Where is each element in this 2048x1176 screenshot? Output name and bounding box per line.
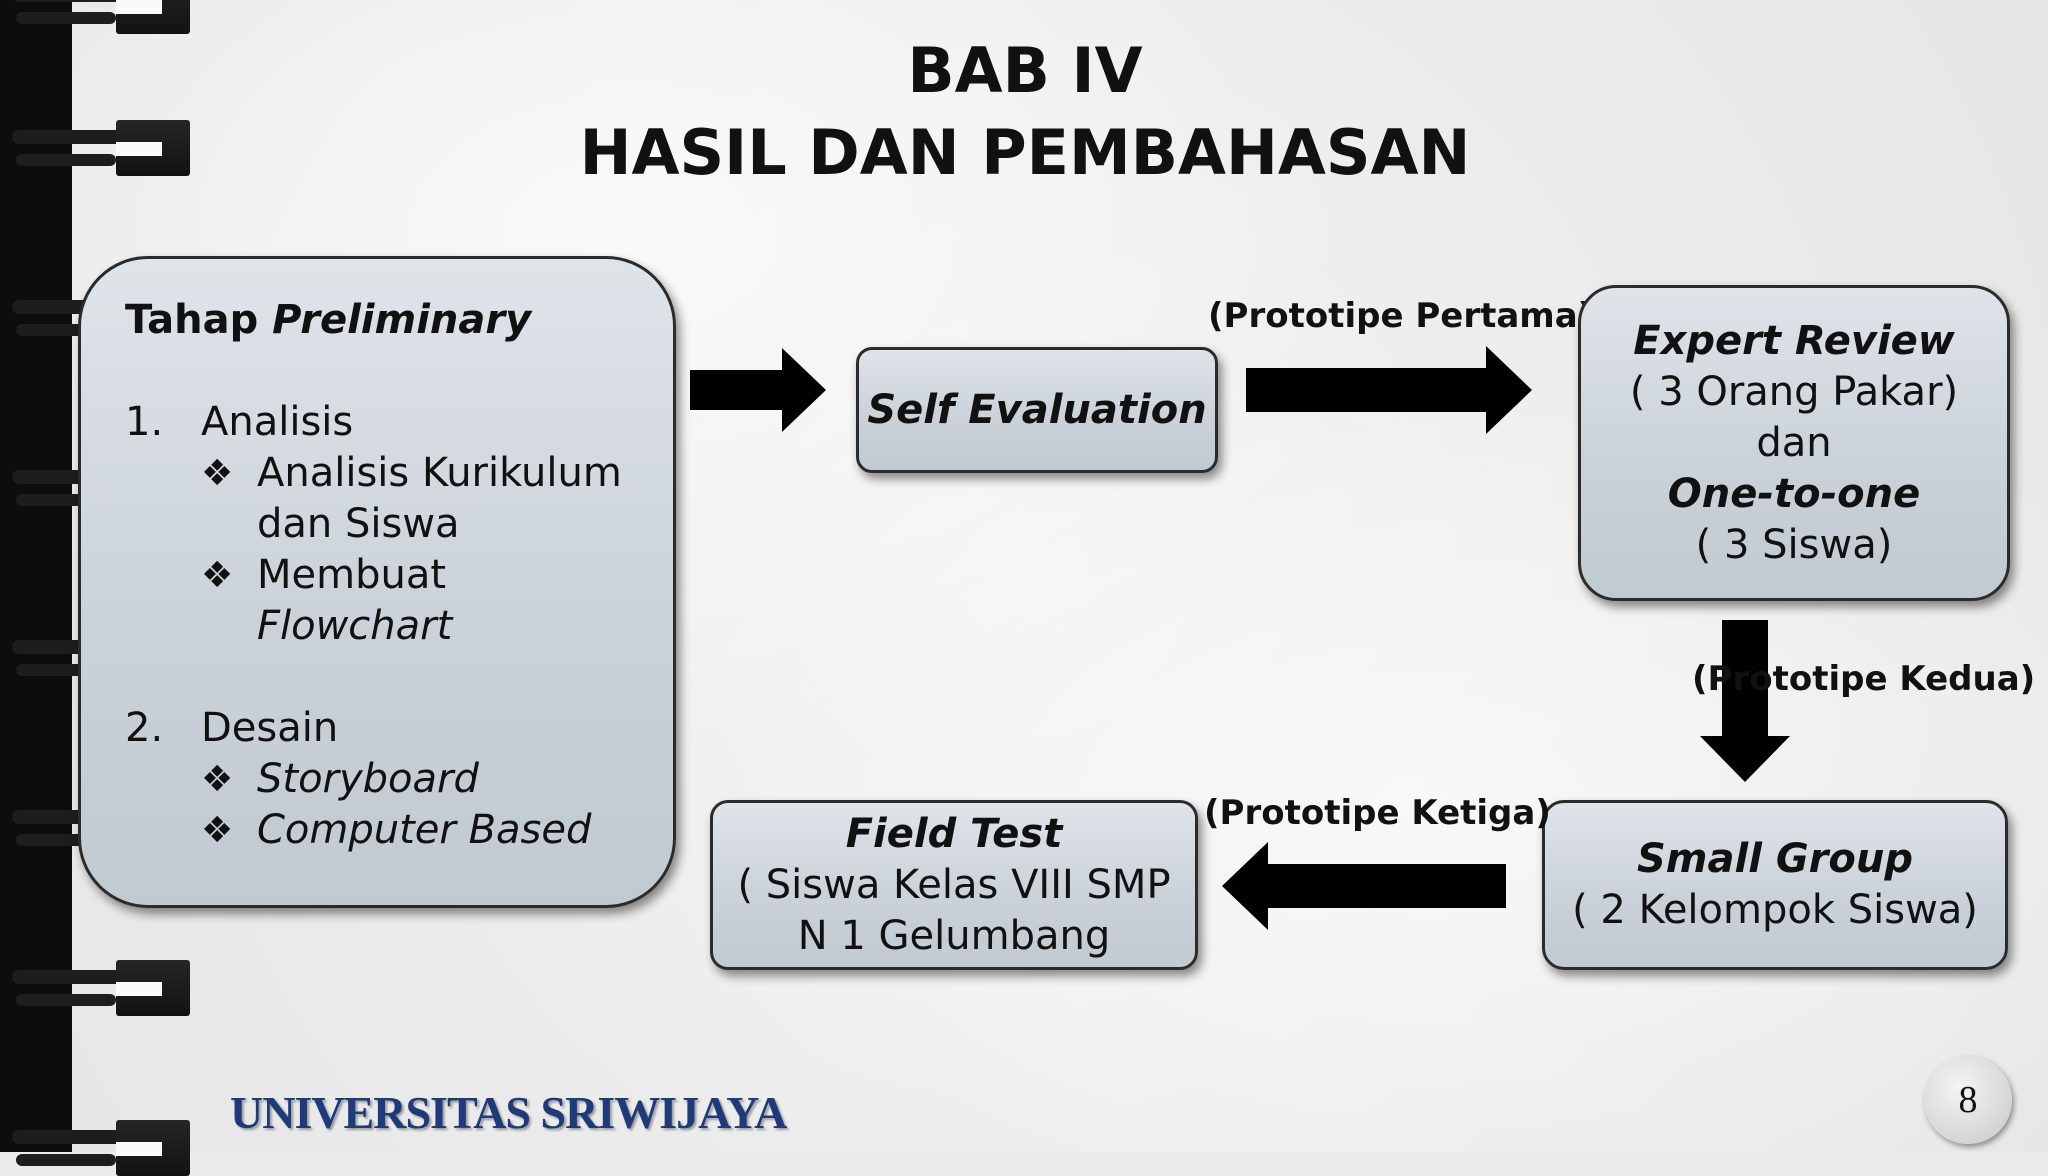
diamond-bullet-icon: ❖ bbox=[201, 810, 234, 851]
self-evaluation-box: Self Evaluation bbox=[856, 347, 1218, 473]
ring bbox=[6, 960, 190, 1016]
list-item: 2. Desain bbox=[125, 703, 622, 754]
prototipe-kedua-label: (Prototipe Kedua) bbox=[1692, 659, 2036, 699]
arrow-right-icon bbox=[1246, 346, 1532, 434]
notebook-spine bbox=[0, 0, 72, 1152]
one-to-one-title: One-to-one bbox=[1667, 470, 1921, 517]
field-test-title: Field Test bbox=[845, 810, 1063, 857]
slide-title-line1: BAB IV bbox=[907, 34, 1143, 107]
diamond-bullet-icon: ❖ bbox=[201, 453, 234, 494]
preliminary-heading: Tahap Preliminary bbox=[125, 295, 622, 346]
self-evaluation-label: Self Evaluation bbox=[867, 386, 1207, 433]
diamond-bullet-icon: ❖ bbox=[201, 555, 234, 596]
ring bbox=[6, 120, 190, 176]
list-label: Desain bbox=[201, 705, 339, 751]
page-number: 8 bbox=[1924, 1056, 2012, 1144]
small-group-detail: ( 2 Kelompok Siswa) bbox=[1572, 887, 1978, 933]
sub-item: ❖ Storyboard bbox=[125, 754, 622, 805]
field-test-box: Field Test ( Siswa Kelas VIII SMP N 1 Ge… bbox=[710, 800, 1198, 970]
arrow-right-icon bbox=[690, 348, 826, 432]
preliminary-box: Tahap Preliminary 1. Analisis ❖ Analisis… bbox=[78, 256, 676, 908]
university-logo-text: UNIVERSITAS SRIWIJAYA bbox=[230, 1087, 787, 1138]
sub-item-text: Storyboard bbox=[257, 756, 479, 802]
prototipe-pertama-label: (Prototipe Pertama) bbox=[1208, 296, 1594, 336]
list-item: 1. Analisis bbox=[125, 397, 622, 448]
sub-item-text: Computer Based bbox=[257, 807, 592, 853]
heading-plain: Tahap bbox=[125, 297, 273, 343]
field-test-detail-line2: N 1 Gelumbang bbox=[797, 912, 1111, 959]
expert-review-box: Expert Review ( 3 Orang Pakar) dan One-t… bbox=[1578, 285, 2010, 601]
ring bbox=[6, 0, 190, 34]
prototipe-ketiga-label: (Prototipe Ketiga) bbox=[1204, 793, 1551, 833]
sub-item: ❖ Computer Based bbox=[125, 805, 622, 856]
arrow-down-icon bbox=[1700, 620, 1790, 782]
field-test-detail-line1: ( Siswa Kelas VIII SMP bbox=[737, 861, 1171, 908]
list-number: 1. bbox=[125, 399, 164, 445]
expert-review-title: Expert Review bbox=[1633, 317, 1955, 364]
diamond-bullet-icon: ❖ bbox=[201, 759, 234, 800]
one-to-one-detail: ( 3 Siswa) bbox=[1695, 521, 1893, 568]
small-group-title: Small Group bbox=[1637, 836, 1913, 882]
arrow-left-icon bbox=[1222, 842, 1506, 930]
list-number: 2. bbox=[125, 705, 164, 751]
heading-italic: Preliminary bbox=[272, 297, 532, 343]
list-label: Analisis bbox=[201, 399, 354, 445]
expert-review-detail: ( 3 Orang Pakar) bbox=[1629, 368, 1959, 415]
slide-title-line2: HASIL DAN PEMBAHASAN bbox=[579, 116, 1471, 189]
ring bbox=[6, 1120, 190, 1176]
small-group-box: Small Group ( 2 Kelompok Siswa) bbox=[1542, 800, 2008, 970]
expert-review-conjunction: dan bbox=[1756, 419, 1832, 466]
